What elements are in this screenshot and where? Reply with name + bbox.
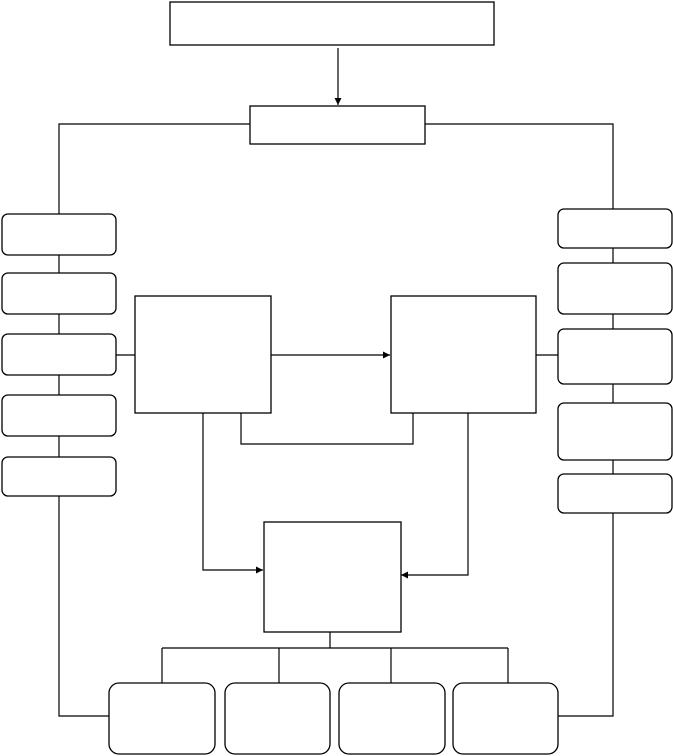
hub-box <box>249 105 426 145</box>
left-column-box-4 <box>1 394 117 437</box>
left-column-box-1 <box>1 213 117 256</box>
bottom-row-box-1 <box>108 682 216 755</box>
top-box <box>169 1 495 46</box>
left-column <box>1 213 117 497</box>
bottom-row-box-3 <box>338 682 446 755</box>
right-column-box-3 <box>557 328 673 385</box>
right-column-to-bottom-line <box>558 513 614 717</box>
center-right-to-bottom-box-arrow <box>401 413 469 579</box>
center-bottom-box <box>263 521 402 633</box>
hub-left-branch-line <box>58 123 250 214</box>
left-column-to-bottom-line <box>58 496 109 717</box>
bottom-row-box-4 <box>452 682 559 755</box>
right-column-box-5 <box>557 473 673 514</box>
right-column-box-1 <box>557 208 673 249</box>
left-column-box-2 <box>1 272 117 315</box>
left-column-box-3 <box>1 333 117 376</box>
center-left-to-bottom-box-arrow <box>202 413 263 574</box>
center-right-box <box>390 295 537 414</box>
bottom-row-box-2 <box>224 682 331 755</box>
bottom-row <box>108 682 559 755</box>
right-column-box-2 <box>557 262 673 315</box>
center-left-box <box>134 295 272 414</box>
right-column-box-4 <box>557 402 673 461</box>
hub-right-branch-line <box>425 123 614 209</box>
center-feedback-line <box>240 413 414 445</box>
left-column-box-5 <box>1 456 117 497</box>
right-column <box>557 208 673 514</box>
